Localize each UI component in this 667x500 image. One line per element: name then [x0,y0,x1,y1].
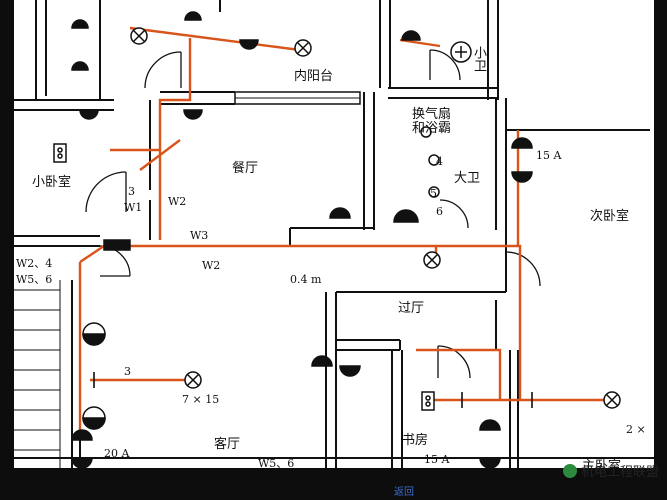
label-6: 6 [436,205,443,218]
label-5: 5 [430,187,437,200]
label-w1: W1 [124,201,143,214]
label-vent-fan: 换气扇 [412,107,452,122]
lamp-cross-icon [130,27,621,409]
label-w5-6: W5、6 [16,273,53,286]
label-15a-top: 15 A [536,149,562,162]
room-dining: 餐厅 [232,161,259,176]
room-living: 客厅 [214,437,241,452]
label-15a-bottom: 15 A [424,453,450,466]
label-w3: W3 [190,229,209,242]
wiring [78,26,606,440]
half-circle-lamp-icon [71,11,533,469]
socket-icon [53,143,435,411]
label-4: 4 [436,155,443,168]
back-link[interactable]: 返回 [394,487,414,498]
label-distance: 0.4 m [290,273,322,286]
label-2x: 2 × [626,423,646,436]
watermark: 机电工程联盟 [562,461,659,480]
paper-background [14,0,654,468]
walls [14,0,654,468]
switch-icon [93,372,533,408]
room-small-bath: 小卫 [471,46,486,72]
label-w5-6-bottom: W5、6 [258,457,295,470]
label-bath-heater: 和浴霸 [412,121,452,136]
room-small-bedroom: 小卧室 [32,175,72,190]
label-w2: W2 [168,195,187,208]
label-w2-lower: W2 [202,259,221,272]
room-big-bath: 大卫 [454,171,481,186]
room-inner-balcony: 内阳台 [294,69,334,84]
room-hallway: 过厅 [398,301,425,316]
ceiling-lamp-icon [82,41,472,430]
label-3b: 3 [124,365,131,378]
room-second-bedroom: 次卧室 [590,209,630,224]
label-lamp-7x15: 7 × 15 [182,393,220,406]
room-study: 书房 [402,433,429,448]
wechat-icon [562,463,577,478]
label-20a: 20 A [104,447,130,460]
room-master: 主卧室 [582,459,622,474]
doors [85,49,541,379]
label-3: 3 [128,185,135,198]
watermark-text: 机电工程联盟 [580,465,659,480]
fixtures [53,11,621,469]
label-w2-4: W2、4 [16,257,53,270]
